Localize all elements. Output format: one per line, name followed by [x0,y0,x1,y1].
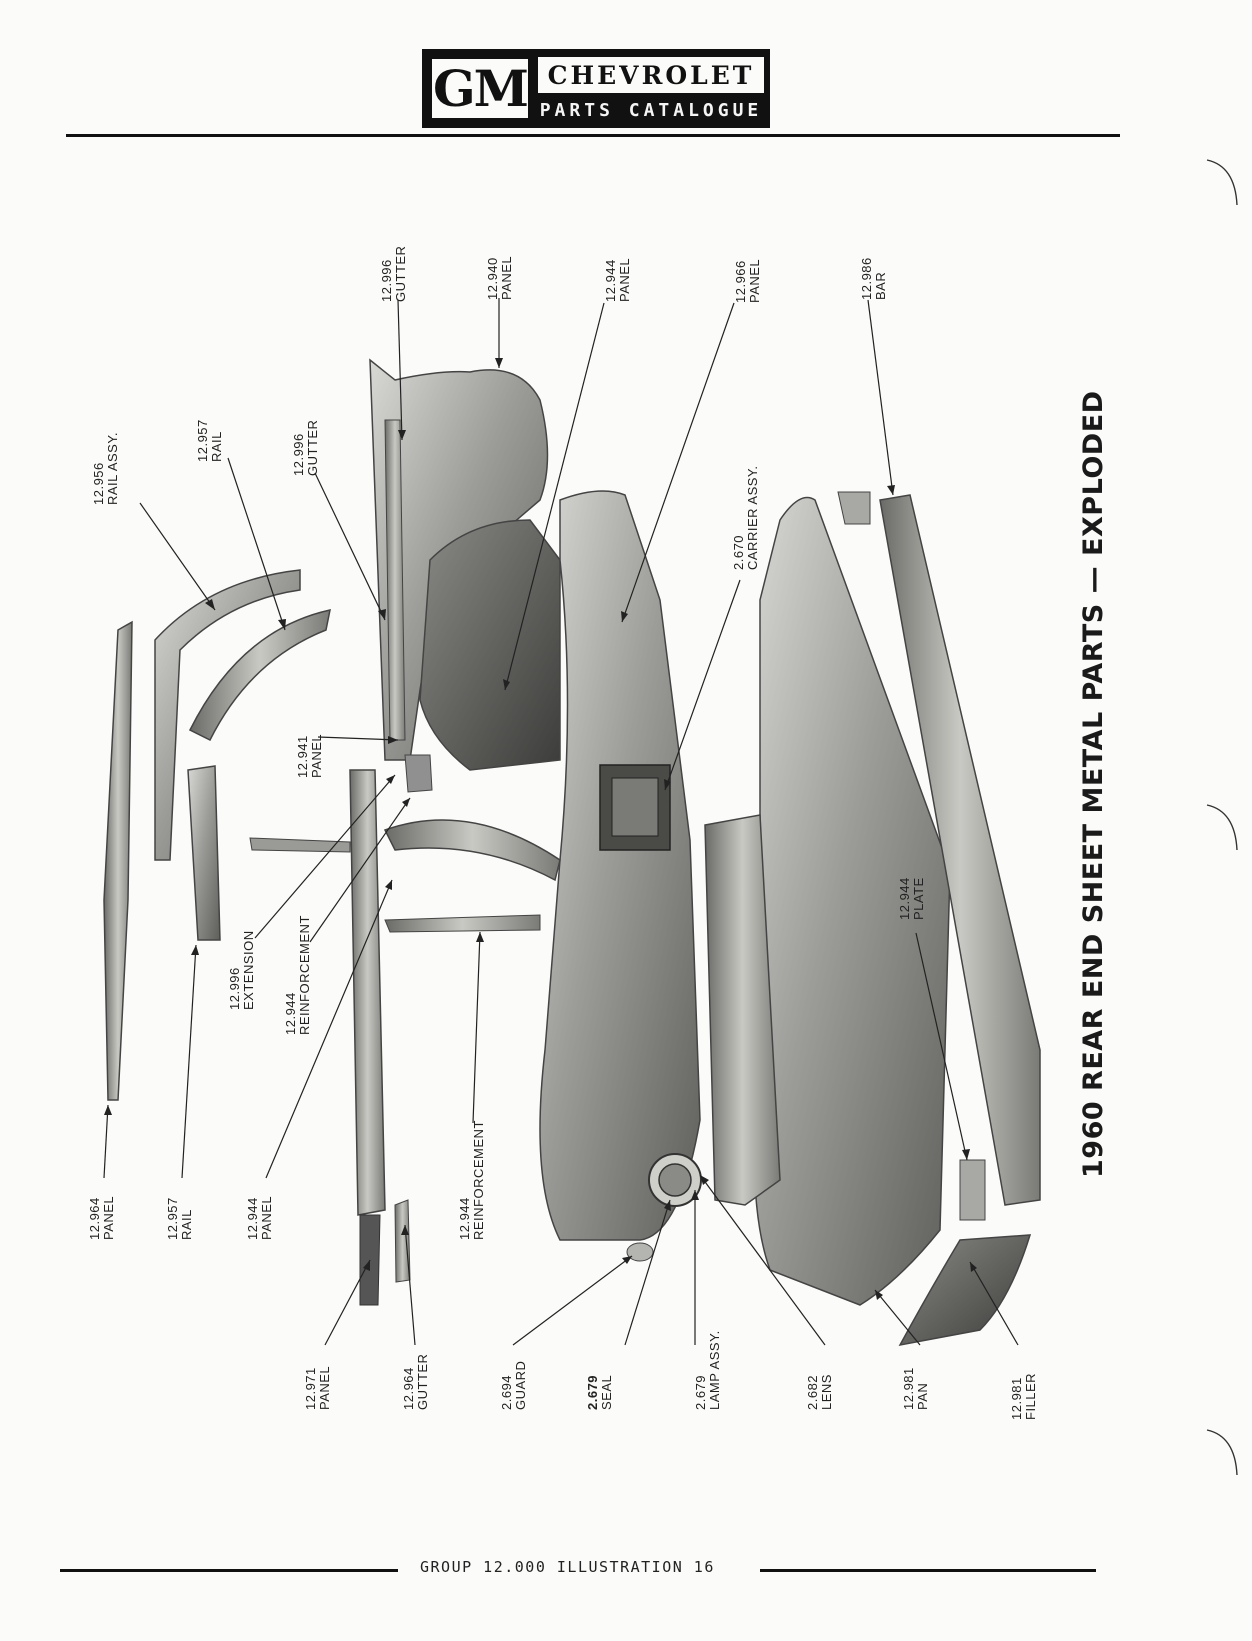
part-12944-panel-lower [349,769,386,1216]
footer-rule-right [760,1569,1096,1572]
footer-rule-left [60,1569,398,1572]
part-12957-rail-lower [187,765,221,941]
gm-chevrolet-logo: GM CHEVROLET PARTS CATALOGUE [422,49,770,128]
header-rule [66,134,1120,137]
part-12944-reinforcement-lower [384,914,541,933]
part-12957-rail [188,609,331,742]
part-12981-filler [898,1234,1032,1347]
part-12996-extension [404,754,433,793]
catalogue-name: PARTS CATALOGUE [539,99,763,121]
gm-logo-mark: GM [430,57,530,120]
part-12944-panel-inner [419,519,561,771]
part-12944-reinforcement [383,819,561,882]
leader-lines [103,298,1019,1346]
brand-name: CHEVROLET [538,57,764,93]
binder-hole-mark [1206,1429,1238,1476]
part-12944-reinforcement-upper [249,837,351,853]
page-title: 1960 REAR END SHEET METAL PARTS — EXPLOD… [1078,390,1109,1178]
part-12944-plate [837,491,871,525]
part-12964-panel [103,620,133,1101]
part-12996-gutter [384,419,406,741]
footer-illustration-ref: GROUP 12.000 ILLUSTRATION 16 [420,1558,715,1576]
part-12964-gutter [394,1199,411,1283]
part-floor-well [704,814,781,1206]
leader-arrowheads [104,358,977,1300]
part-12956-rail-assy [154,569,301,861]
part-12986-bar [879,494,1041,1206]
binder-hole-mark [1206,159,1238,206]
part-12966-panel [539,490,701,1241]
binder-hole-mark [1206,804,1238,851]
part-2694-guard [626,1242,654,1262]
